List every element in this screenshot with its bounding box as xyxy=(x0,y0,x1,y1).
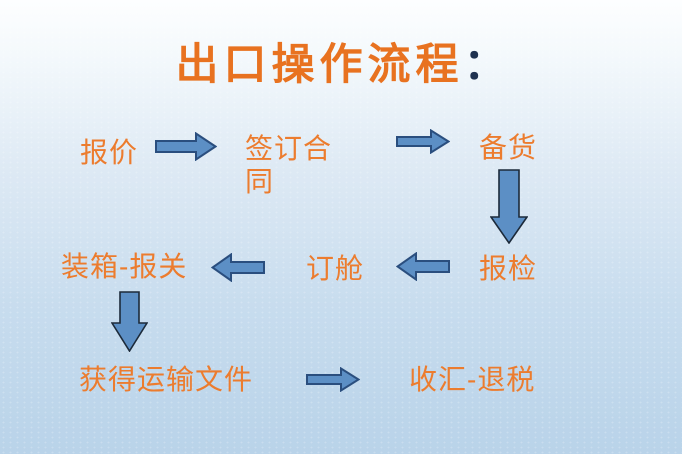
arrow-right-icon xyxy=(155,132,217,161)
step-book-shipping-space: 订舱 xyxy=(306,253,365,284)
step-prepare-goods: 备货 xyxy=(479,132,538,163)
arrow-left-icon xyxy=(396,252,450,281)
arrow-right-icon xyxy=(306,367,360,392)
arrow-down-icon xyxy=(490,169,528,244)
step-collect-payment-tax-refund: 收汇-退税 xyxy=(409,364,536,395)
step-packing-customs-declaration: 装箱-报关 xyxy=(61,251,188,282)
step-customs-inspection: 报检 xyxy=(479,253,538,284)
arrow-down-icon xyxy=(111,291,148,352)
step-sign-contract: 签订合同 xyxy=(245,133,333,197)
step-quote: 报价 xyxy=(80,137,139,168)
arrow-left-icon xyxy=(211,253,265,282)
arrow-right-icon xyxy=(396,129,450,154)
slide-title-colon: ： xyxy=(463,42,507,89)
step-obtain-transport-documents: 获得运输文件 xyxy=(79,364,254,395)
slide-title: 出口操作流程： xyxy=(0,30,682,92)
slide-title-text: 出口操作流程 xyxy=(175,42,464,89)
